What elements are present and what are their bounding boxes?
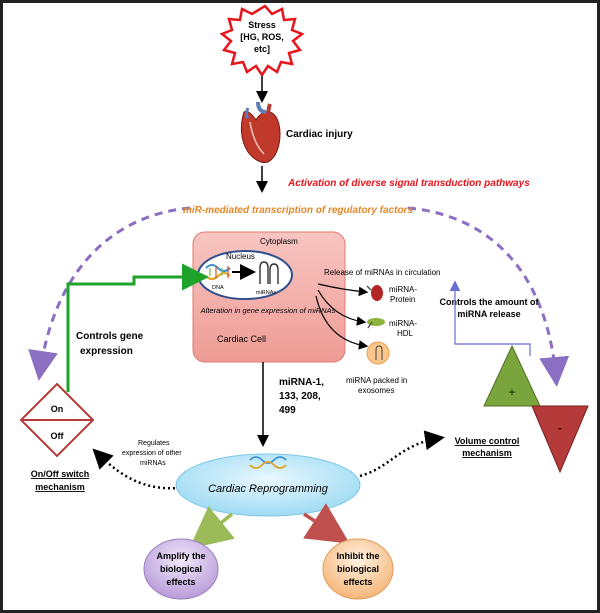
switch-mechanism-line1: On/Off switch bbox=[31, 469, 90, 479]
alteration-label: Alteration in gene expression of miRNAs bbox=[200, 306, 336, 315]
mirna-list-line3: 499 bbox=[279, 405, 296, 416]
inhibit-line1: Inhibit the bbox=[337, 551, 380, 561]
arrow-to-inhibit bbox=[303, 503, 350, 544]
inhibit-line3: effects bbox=[343, 577, 372, 587]
switch-off-label: Off bbox=[51, 431, 65, 441]
inhibit-node bbox=[322, 538, 394, 600]
arrow-controls-amount bbox=[455, 284, 531, 356]
switch-mechanism-line2: mechanism bbox=[35, 482, 85, 492]
cytoplasm-label: Cytoplasm bbox=[260, 237, 298, 246]
mirnas-label: miRNAs bbox=[256, 290, 276, 296]
dna-icon bbox=[205, 264, 231, 280]
regulates-line2: expression of other bbox=[122, 450, 182, 457]
inhibit-line2: biological bbox=[337, 564, 379, 574]
volume-up-triangle bbox=[483, 344, 541, 407]
release-title: Release of miRNAs in circulation bbox=[324, 268, 441, 277]
activation-label: Activation of diverse signal transductio… bbox=[287, 178, 530, 189]
stress-detail-2: etc] bbox=[254, 44, 270, 54]
hdl-icon bbox=[367, 318, 385, 329]
protein-icon bbox=[366, 285, 383, 301]
controls-amount-line2: miRNA release bbox=[457, 309, 520, 319]
amplify-line1: Amplify the bbox=[156, 551, 205, 561]
regulates-line1: Regulates bbox=[138, 440, 170, 447]
volume-line1: Volume control bbox=[455, 436, 520, 446]
on-off-switch bbox=[19, 382, 95, 458]
dna-helix-icon bbox=[249, 456, 287, 469]
nucleus-label: Nucleus bbox=[226, 252, 255, 261]
arrow-to-amplify bbox=[189, 506, 235, 549]
heart-icon bbox=[240, 101, 281, 163]
stress-title: Stress bbox=[248, 20, 276, 30]
mirna-hairpin-icon bbox=[259, 261, 279, 284]
cardiac-cell-label: Cardiac Cell bbox=[217, 334, 266, 344]
arrow-release-protein bbox=[317, 283, 369, 297]
dashed-arrow-to-switch bbox=[28, 206, 191, 381]
mir-transcription-label: miR-mediated transcription of regulatory… bbox=[183, 205, 413, 216]
volume-down-triangle bbox=[531, 405, 589, 474]
protein-label-1: miRNA- bbox=[389, 285, 417, 294]
arrow-controls-gene bbox=[66, 263, 209, 392]
arrow-release-hdl bbox=[317, 289, 367, 326]
volume-plus: + bbox=[509, 387, 515, 399]
cardiac-reprogramming bbox=[175, 453, 361, 517]
exosome-label-2: exosomes bbox=[358, 386, 394, 395]
volume-line2: mechanism bbox=[462, 448, 512, 458]
arrow-release-exosome bbox=[315, 295, 369, 350]
controls-gene-line2: expression bbox=[80, 346, 133, 357]
hdl-label-1: miRNA- bbox=[389, 319, 417, 328]
hdl-label-2: HDL bbox=[397, 329, 414, 338]
regulates-line3: miRNAs bbox=[140, 460, 166, 467]
mirna-list-line1: miRNA-1, bbox=[279, 377, 324, 388]
dotted-arrow-to-volume bbox=[359, 430, 445, 478]
amplify-line3: effects bbox=[166, 577, 195, 587]
amplify-line2: biological bbox=[160, 564, 202, 574]
dna-label: DNA bbox=[212, 285, 224, 291]
reprogramming-label: Cardiac Reprogramming bbox=[208, 483, 329, 495]
dotted-arrow-to-switch bbox=[92, 448, 181, 490]
mirna-list-line2: 133, 208, bbox=[279, 391, 321, 402]
controls-gene-line1: Controls gene bbox=[76, 331, 144, 342]
volume-minus: - bbox=[558, 421, 562, 435]
switch-on-label: On bbox=[51, 404, 64, 414]
amplify-node bbox=[143, 538, 219, 600]
exosome-icon bbox=[366, 341, 390, 365]
controls-amount-line1: Controls the amount of bbox=[440, 297, 540, 307]
dashed-arrow-to-volume bbox=[407, 206, 570, 387]
cardiac-injury-label: Cardiac injury bbox=[286, 129, 353, 140]
stress-detail-1: [HG, ROS, bbox=[240, 32, 284, 42]
exosome-label-1: miRNA packed in bbox=[346, 376, 407, 385]
protein-label-2: Protein bbox=[390, 295, 415, 304]
stress-starburst bbox=[219, 4, 305, 78]
